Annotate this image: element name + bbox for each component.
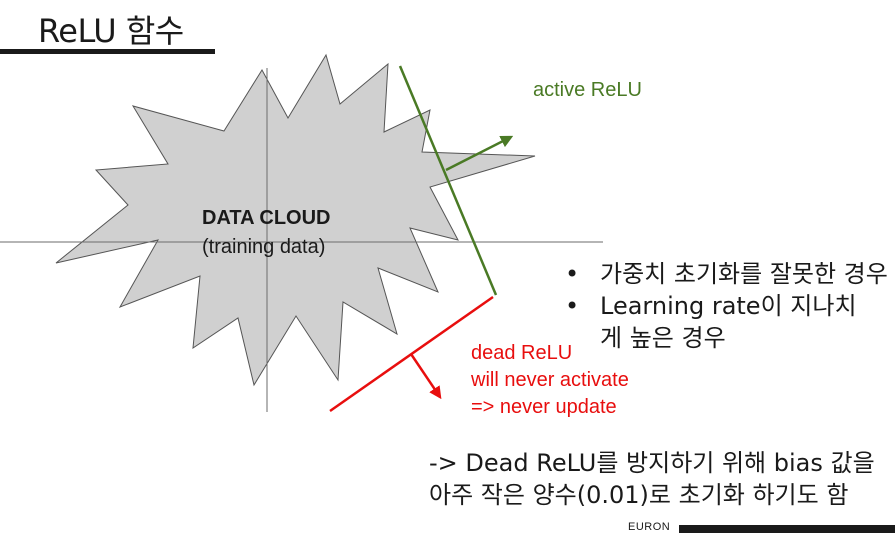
footer-bar [679,525,895,533]
dead-relu-arrow [409,353,442,400]
cause-item: 가중치 초기화를 잘못한 경우 [565,258,888,290]
dead-relu-line: will never activate [471,369,629,391]
title-underline [0,49,215,54]
active-relu-boundary [398,65,498,296]
bias-note: -> Dead ReLU를 방지하기 위해 bias 값을 아주 작은 양수(0… [429,447,875,511]
active-relu-label: active ReLU [533,79,642,101]
bias-note-line: -> Dead ReLU를 방지하기 위해 bias 값을 [429,449,875,477]
slide-title: ReLU 함수 [38,12,184,50]
cause-item: Learning rate이 지나치게 높은 경우 [565,290,888,354]
active-relu-arrow [445,135,514,172]
bias-note-line: 아주 작은 양수(0.01)로 초기화 하기도 함 [429,481,849,509]
data-cloud-label: DATA CLOUD [202,207,331,229]
dead-relu-line: dead ReLU [471,342,573,364]
training-data-label: (training data) [202,236,326,258]
data-cloud-shape [55,53,536,387]
cause-list: 가중치 초기화를 잘못한 경우 Learning rate이 지나치게 높은 경… [565,258,888,354]
dead-relu-text: dead ReLU will never activate => never u… [471,340,629,421]
footer-brand: EURON [628,521,671,533]
cause-item-text: Learning rate이 지나치게 높은 경우 [600,292,857,352]
dead-relu-line: => never update [471,396,617,418]
